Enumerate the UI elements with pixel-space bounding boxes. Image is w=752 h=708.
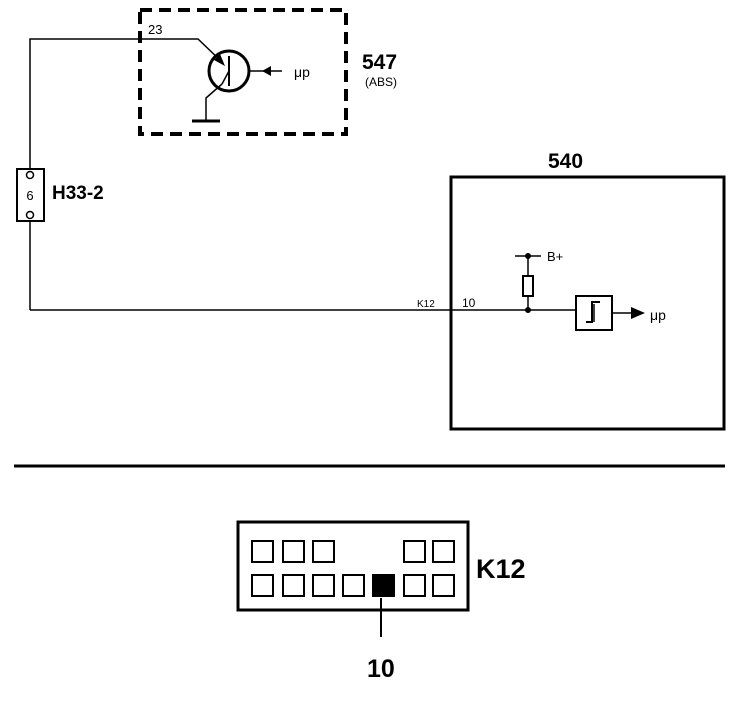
transistor-symbol [207,49,251,93]
abs-input-wire [29,38,223,310]
output-arrowhead [631,307,645,319]
k12-cavity-bottom-4 [342,574,365,597]
abs-signal-label: μp [294,64,310,80]
k12-cavity-bottom-7 [432,574,455,597]
connector-k12-label: K12 [476,554,526,584]
k12-cavity-bottom-3 [312,574,335,597]
connector-h33-2-terminal-bottom [25,210,35,220]
pin-10-wire-label: 10 [462,296,476,310]
pullup-resistor [522,275,534,297]
abs-module-name: (ABS) [365,75,397,89]
abs-input-arrowhead [214,54,225,66]
schmitt-trigger-symbol [586,301,600,323]
connector-k12-housing [236,520,470,612]
b-plus-label: B+ [547,249,563,264]
control-module-number: 540 [548,150,583,173]
output-signal-label: μp [650,307,666,323]
k12-cavity-top-4 [403,540,426,563]
k12-wire-label: K12 [417,299,435,310]
abs-module-547: 23 μp 547 (ABS) [29,8,397,310]
connector-h33-2-pin: 6 [26,188,33,203]
connector-h33-2-label: H33-2 [52,183,104,204]
k12-cavity-top-1 [251,540,274,563]
connector-k12-view: K12 10 [236,520,526,683]
ground-wire [205,83,223,120]
connector-h33-2-terminal-top [25,170,35,180]
k12-cavity-top-2 [282,540,305,563]
k12-cavity-bottom-1 [251,574,274,597]
abs-module-dashed-box [138,8,348,136]
abs-pin-23-label: 23 [148,22,162,37]
connector-k12-pin-10-label: 10 [367,655,395,683]
k12-cavity-pin-10 [372,574,395,597]
k12-cavity-top-5 [432,540,455,563]
connector-k12-pins [251,540,455,597]
abs-module-number: 547 [362,51,397,74]
connector-h33-2: 6 H33-2 [16,168,104,222]
k12-cavity-bottom-2 [282,574,305,597]
k12-cavity-bottom-6 [403,574,426,597]
control-module-540: 540 K12 10 B+ μp [30,150,726,431]
junction-dot [525,307,531,313]
abs-signal-arrowhead [262,66,271,76]
control-module-box [449,175,726,431]
k12-cavity-top-3 [312,540,335,563]
